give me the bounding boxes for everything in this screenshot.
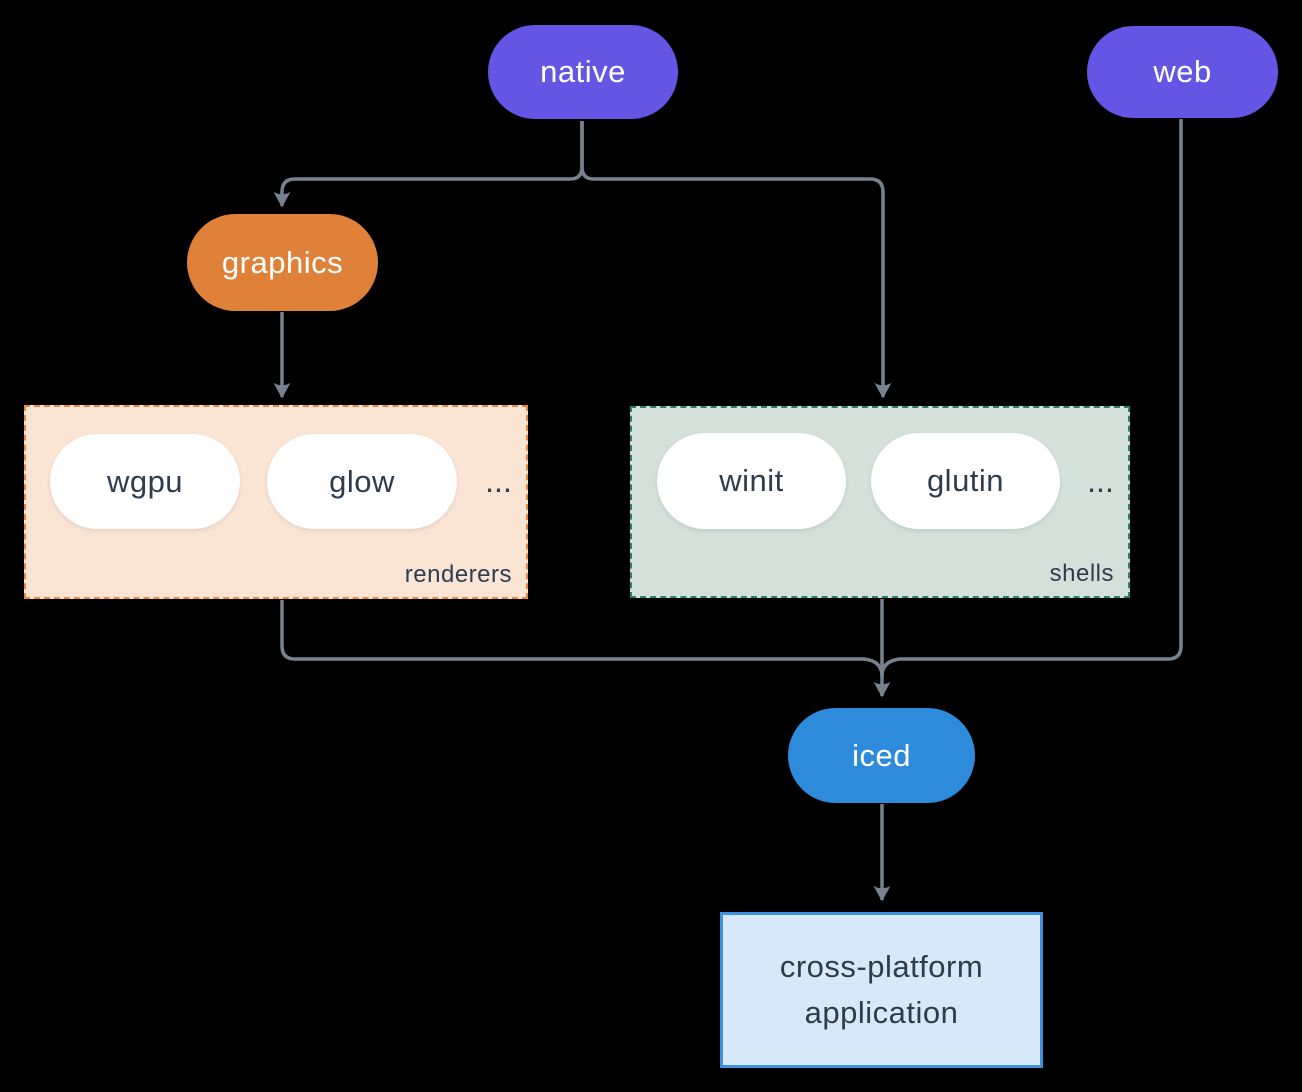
edge-renderers-to-iced xyxy=(280,600,884,677)
shells-group-label: shells xyxy=(1049,560,1114,587)
node-graphics: graphics xyxy=(187,214,378,311)
group-renderers: wgpu glow ... renderers xyxy=(24,405,528,599)
renderers-ellipsis: ... xyxy=(485,463,512,499)
renderers-group-label: renderers xyxy=(404,561,512,588)
shells-ellipsis: ... xyxy=(1087,462,1114,499)
node-glow-label: glow xyxy=(329,463,395,499)
node-winit: winit xyxy=(657,433,846,529)
node-native-label: native xyxy=(540,54,626,89)
edge-native-to-graphics xyxy=(273,121,584,208)
edge-web-to-iced xyxy=(880,119,1183,677)
node-glow: glow xyxy=(267,434,457,529)
node-glutin: glutin xyxy=(871,433,1060,529)
node-iced-label: iced xyxy=(852,737,911,773)
node-graphics-label: graphics xyxy=(221,244,344,280)
group-shells: winit glutin ... shells xyxy=(630,406,1130,598)
node-iced: iced xyxy=(788,708,975,803)
edge-native-to-shells xyxy=(580,121,892,399)
node-glutin-label: glutin xyxy=(926,463,1005,498)
node-winit-label: winit xyxy=(719,463,784,498)
app-label-line1: cross-platform xyxy=(779,949,984,984)
node-wgpu-label: wgpu xyxy=(106,463,184,499)
node-wgpu: wgpu xyxy=(50,434,240,529)
app-label-line2: application xyxy=(804,995,959,1030)
node-cross-platform-application: cross-platform application xyxy=(720,912,1043,1068)
node-web: web xyxy=(1087,26,1278,118)
node-web-label: web xyxy=(1153,54,1212,89)
node-native: native xyxy=(488,25,678,119)
